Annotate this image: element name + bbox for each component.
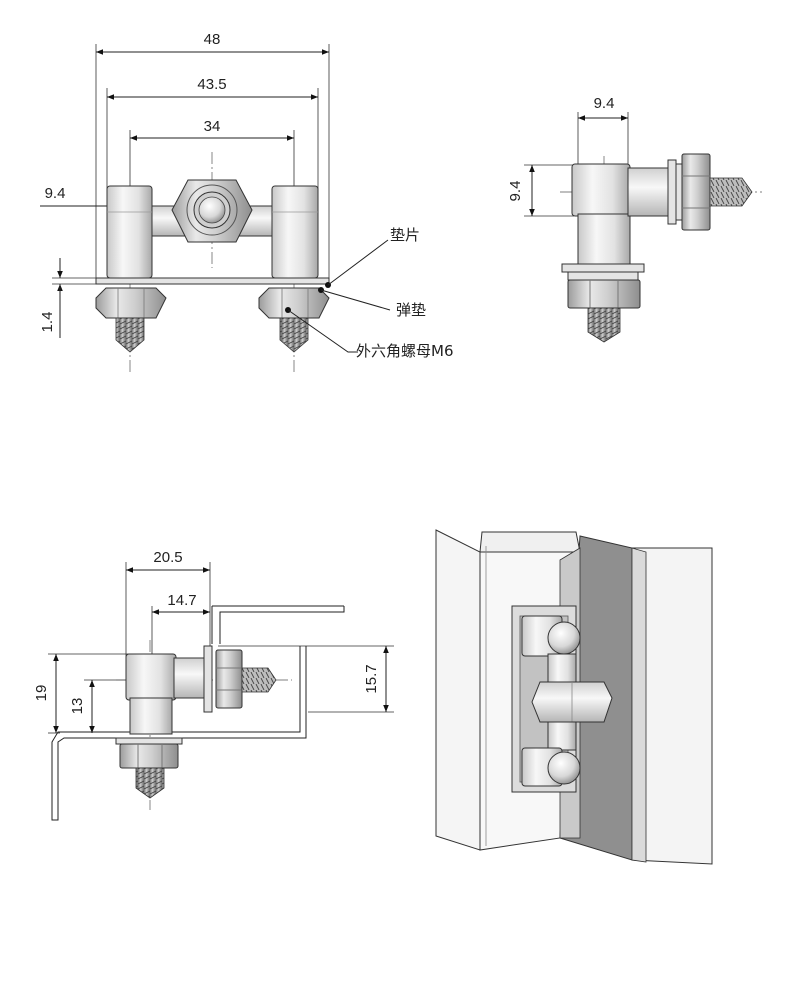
install-hex-nut-vertical (119, 743, 179, 769)
hex-nut-left (95, 287, 167, 319)
callout-washer: 垫片 (390, 226, 420, 244)
bolt-thread-left (115, 317, 145, 353)
install-hex-nut-horizontal (215, 649, 243, 709)
side-flange (667, 159, 677, 225)
install-flange (203, 645, 213, 713)
dim-washer-thickness: 1.4 (39, 312, 56, 333)
install-dim-gap: 15.7 (363, 664, 380, 693)
side-bottom-washer (561, 263, 645, 273)
hinge-block-right (271, 185, 319, 279)
install-block-head (125, 653, 177, 701)
frame-panel-outline (51, 646, 307, 821)
side-thread-vertical (587, 307, 621, 343)
front-view: 48 43.5 34 9.4 1.4 (39, 31, 454, 374)
side-bottom-nut (567, 279, 641, 309)
side-block-leg (577, 213, 631, 267)
side-view: 9.4 9.4 (507, 95, 762, 343)
door-panel-outline (219, 606, 345, 644)
install-thread-vertical (135, 767, 165, 799)
install-view: 20.5 14.7 19 13 15.7 (33, 549, 394, 821)
install-dim-height-total: 19 (33, 685, 50, 702)
dim-block-width: 9.4 (45, 185, 66, 202)
isometric-view (435, 529, 713, 865)
side-block-head (571, 163, 631, 217)
bolt-thread-right (279, 317, 309, 353)
install-dim-inner-offset: 14.7 (167, 592, 196, 609)
install-dim-outer-offset: 20.5 (153, 549, 182, 566)
side-thread-horizontal (709, 177, 753, 207)
washer-plate (95, 277, 330, 285)
install-thread-horizontal (241, 667, 277, 693)
dim-inner-width: 43.5 (197, 76, 226, 93)
dim-total-width: 48 (204, 31, 221, 48)
dim-bolt-spacing: 34 (204, 118, 221, 135)
install-dim-height-axis: 13 (69, 698, 86, 715)
callout-hex-nut: 外六角螺母M6 (356, 342, 454, 360)
side-dim-width: 9.4 (594, 95, 615, 112)
side-dim-height: 9.4 (507, 181, 524, 202)
callout-spring-washer: 弹垫 (396, 301, 426, 319)
side-hex-nut (681, 153, 711, 231)
frame-flange-left (435, 529, 481, 851)
install-block-arm (173, 657, 205, 699)
install-block-leg (129, 697, 173, 735)
hinge-block-left (106, 185, 153, 279)
side-block-arm (627, 167, 671, 217)
hex-nut-right (258, 287, 330, 319)
